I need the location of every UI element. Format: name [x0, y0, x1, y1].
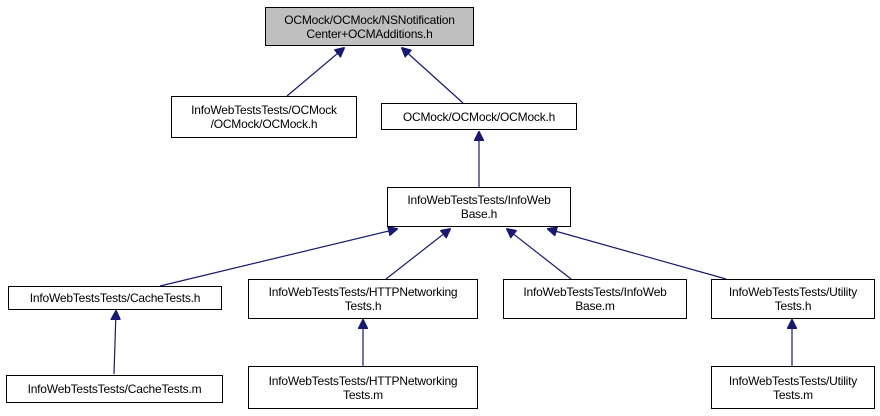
node-label-line2: Tests.m: [343, 387, 383, 402]
node-label-line1: InfoWebTestsTests/HTTPNetworking: [268, 373, 458, 388]
edge-iw-ocmock-to-root: [286, 48, 344, 97]
edge-cache-m-to-cache-h: [114, 311, 116, 375]
node-label-line1: OCMock/OCMock/NSNotification: [284, 12, 455, 27]
edge-util-h-to-base-h: [548, 229, 727, 280]
node-label-line1: InfoWebTestsTests/Utility: [728, 373, 858, 388]
node-label-line2: Center+OCMAdditions.h: [306, 26, 433, 41]
node-infowebbase-h[interactable]: InfoWebTestsTests/InfoWeb Base.h: [387, 187, 571, 227]
node-nsnotificationcenter-ocmadditions-h[interactable]: OCMock/OCMock/NSNotification Center+OCMA…: [265, 7, 474, 46]
node-cachetests-m[interactable]: InfoWebTestsTests/CacheTests.m: [6, 375, 223, 403]
node-label-line2: Tests.h: [344, 299, 382, 313]
edge-http-h-to-base-h: [385, 229, 450, 280]
node-label-line2: Base.m: [575, 299, 615, 313]
edge-base-m-to-base-h: [507, 229, 572, 280]
node-label: InfoWebTestsTests/CacheTests.h: [29, 291, 201, 305]
node-label-line2: Tests.h: [774, 299, 812, 313]
node-label-line1: InfoWebTestsTests/InfoWeb: [523, 285, 667, 299]
node-label-line1: InfoWebTestsTests/OCMock: [191, 103, 337, 117]
edge-ocmock-to-root: [402, 48, 464, 104]
node-httpnetworkingtests-h[interactable]: InfoWebTestsTests/HTTPNetworking Tests.h: [248, 279, 478, 319]
node-infowebbase-m[interactable]: InfoWebTestsTests/InfoWeb Base.m: [503, 279, 687, 319]
node-utilitytests-m[interactable]: InfoWebTestsTests/Utility Tests.m: [711, 366, 875, 409]
node-label: OCMock/OCMock/OCMock.h: [402, 109, 556, 124]
node-cachetests-h[interactable]: InfoWebTestsTests/CacheTests.h: [8, 286, 222, 310]
node-label-line1: InfoWebTestsTests/Utility: [728, 285, 858, 299]
node-label-line2: Base.h: [460, 207, 498, 221]
node-ocmock-h[interactable]: OCMock/OCMock/OCMock.h: [381, 103, 577, 130]
node-label-line1: InfoWebTestsTests/HTTPNetworking: [268, 285, 458, 299]
node-label-line2: Tests.m: [773, 387, 813, 402]
node-label-line2: /OCMock/OCMock.h: [210, 117, 318, 131]
node-infowebteststests-ocmock-h[interactable]: InfoWebTestsTests/OCMock /OCMock/OCMock.…: [171, 96, 357, 138]
node-utilitytests-h[interactable]: InfoWebTestsTests/Utility Tests.h: [711, 279, 875, 319]
node-label: InfoWebTestsTests/CacheTests.m: [27, 382, 202, 396]
node-label-line1: InfoWebTestsTests/InfoWeb: [407, 193, 551, 207]
node-httpnetworkingtests-m[interactable]: InfoWebTestsTests/HTTPNetworking Tests.m: [248, 366, 478, 409]
edge-cache-h-to-base-h: [159, 229, 397, 287]
